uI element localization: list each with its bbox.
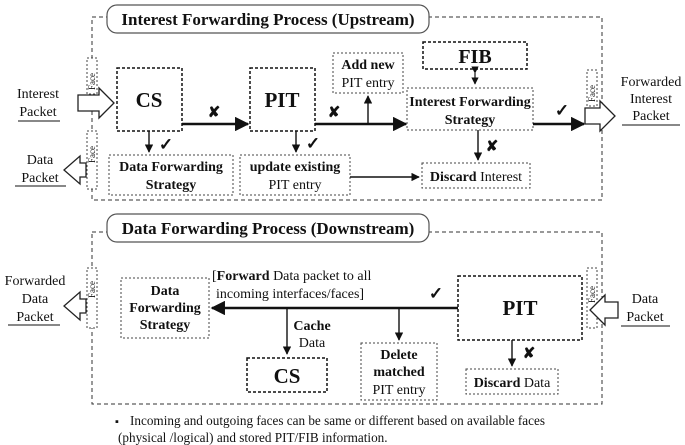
interest-out-arrow bbox=[584, 99, 616, 133]
dfs-up-label-2: Strategy bbox=[146, 178, 197, 193]
ifs-label-2: Strategy bbox=[445, 113, 496, 128]
upstream-title-box bbox=[106, 4, 430, 34]
delete-label-3: PIT entry bbox=[372, 383, 425, 398]
pit-box-down bbox=[457, 275, 583, 341]
forwarded-data-label-3: Packet bbox=[16, 310, 53, 325]
fib-label: FIB bbox=[458, 46, 491, 68]
dfs-up-label-1: Data Forwarding bbox=[119, 160, 223, 175]
check-mark: ✓ bbox=[555, 101, 569, 120]
data-forwarding-strategy-box-up bbox=[108, 154, 234, 196]
data-out-arrow-upstream bbox=[63, 154, 87, 186]
update-existing-label-2: PIT entry bbox=[268, 178, 321, 193]
data-in-arrow-downstream bbox=[589, 293, 619, 327]
cross-mark: ✘ bbox=[328, 105, 341, 121]
forwarded-interest-label-3: Packet bbox=[632, 109, 669, 124]
delete-label-1: Delete bbox=[380, 348, 417, 363]
face-label: Face bbox=[587, 85, 597, 102]
face-data-out-upstream bbox=[86, 130, 98, 190]
discard-interest-box bbox=[421, 162, 531, 189]
forwarded-data-label-2: Data bbox=[22, 292, 49, 307]
cross-mark: ✘ bbox=[523, 346, 536, 362]
cs-box-down bbox=[246, 357, 328, 393]
cs-down-label: CS bbox=[274, 364, 301, 388]
face-label: Face bbox=[87, 73, 97, 90]
face-in-upstream bbox=[86, 57, 98, 95]
discard-interest-label: Discard Interest bbox=[430, 170, 522, 185]
downstream-title: Data Forwarding Process (Downstream) bbox=[122, 219, 415, 238]
data-packet-in-label-2: Packet bbox=[626, 310, 663, 325]
cache-label-2: Data bbox=[299, 336, 326, 351]
note-line-1: Incoming and outgoing faces can be same … bbox=[130, 413, 545, 428]
upstream-title: Interest Forwarding Process (Upstream) bbox=[121, 10, 414, 29]
data-packet-in-label-1: Data bbox=[632, 292, 659, 307]
pit-down-label: PIT bbox=[502, 296, 537, 320]
forwarded-interest-label-2: Interest bbox=[630, 92, 672, 107]
face-label: Face bbox=[87, 146, 97, 163]
forwarded-data-label-1: Forwarded bbox=[5, 274, 66, 289]
update-existing-pit-entry-box bbox=[239, 154, 351, 196]
face-in-downstream bbox=[586, 267, 598, 329]
forwarded-interest-label-1: Forwarded bbox=[621, 75, 682, 90]
interest-packet-label-2: Packet bbox=[19, 105, 56, 120]
data-packet-out-label-1: Data bbox=[27, 153, 54, 168]
face-label: Face bbox=[87, 281, 97, 298]
forward-label-1: [Forward Data packet to all bbox=[212, 269, 372, 284]
ifs-label-1: Interest Forwarding bbox=[409, 95, 530, 110]
discard-data-box bbox=[465, 368, 559, 395]
cs-label: CS bbox=[136, 88, 163, 112]
cross-mark: ✘ bbox=[486, 139, 499, 155]
dfs-down-label-3: Strategy bbox=[140, 318, 191, 333]
cache-label-1: Cache bbox=[293, 319, 330, 334]
check-mark: ✓ bbox=[429, 284, 443, 303]
delete-label-2: matched bbox=[373, 365, 425, 380]
note-line-2: (physical /logical) and stored PIT/FIB i… bbox=[118, 430, 388, 445]
face-out-upstream bbox=[586, 69, 598, 107]
interest-in-arrow bbox=[77, 86, 115, 120]
face-out-downstream bbox=[86, 267, 98, 329]
pit-label: PIT bbox=[264, 88, 299, 112]
interest-packet-label-1: Interest bbox=[17, 87, 59, 102]
cross-mark: ✘ bbox=[208, 105, 221, 121]
dfs-down-label-1: Data bbox=[151, 284, 180, 299]
delete-matched-pit-entry-box bbox=[360, 342, 438, 401]
data-out-arrow-downstream bbox=[63, 290, 87, 322]
discard-data-label: Discard Data bbox=[474, 376, 551, 391]
face-label: Face bbox=[587, 286, 597, 303]
update-existing-label-1: update existing bbox=[250, 160, 341, 175]
fib-box bbox=[422, 41, 528, 70]
add-new-pit-entry-box bbox=[332, 52, 404, 94]
add-new-label-2: PIT entry bbox=[341, 76, 394, 91]
downstream-title-box bbox=[106, 213, 430, 243]
check-mark: ✓ bbox=[159, 135, 173, 154]
interest-forwarding-strategy-box bbox=[406, 87, 534, 131]
data-forwarding-strategy-box-down bbox=[120, 277, 210, 339]
forward-label-2: incoming interfaces/faces] bbox=[216, 287, 364, 302]
pit-box bbox=[249, 67, 316, 132]
note-bullet: ▪ bbox=[115, 416, 119, 428]
add-new-label-1: Add new bbox=[341, 58, 395, 73]
dfs-down-label-2: Forwarding bbox=[129, 301, 201, 316]
check-mark: ✓ bbox=[306, 134, 320, 153]
data-packet-out-label-2: Packet bbox=[21, 171, 58, 186]
